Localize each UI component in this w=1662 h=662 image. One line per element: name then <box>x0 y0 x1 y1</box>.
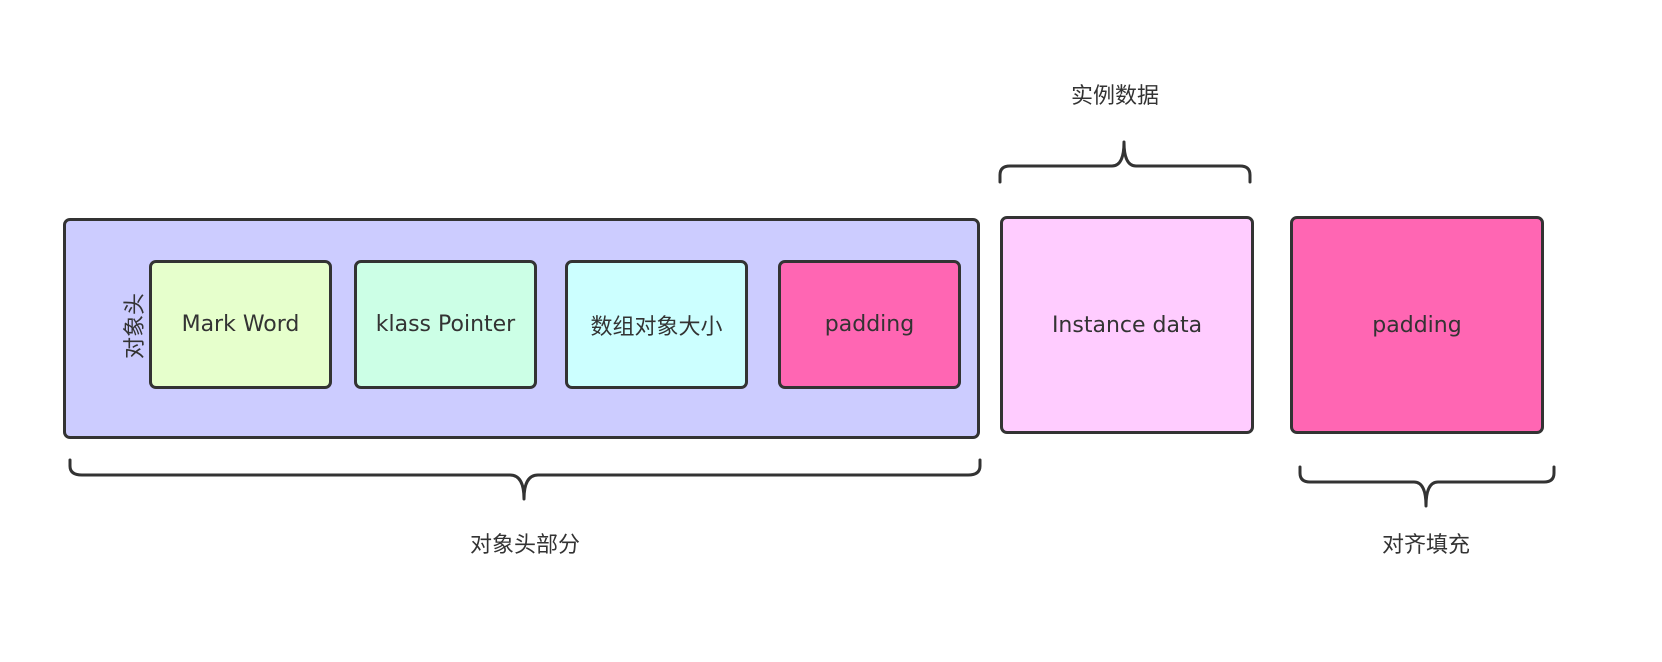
klass-pointer-label: klass Pointer <box>375 312 516 337</box>
header-part-brace-label: 对象头部分 <box>469 533 581 558</box>
instance-brace <box>998 140 1252 184</box>
instance-brace-label: 实例数据 <box>1070 84 1160 109</box>
array-size-box: 数组对象大小 <box>565 260 748 389</box>
header-part-brace <box>68 458 982 501</box>
header-padding-label: padding <box>824 312 915 337</box>
alignment-brace-label: 对齐填充 <box>1381 533 1471 558</box>
klass-pointer-box: klass Pointer <box>354 260 537 389</box>
instance-data-box: Instance data <box>1000 216 1254 434</box>
alignment-padding-label: padding <box>1372 312 1462 338</box>
alignment-brace <box>1298 465 1556 508</box>
array-size-label: 数组对象大小 <box>590 314 723 340</box>
instance-data-label: Instance data <box>1051 312 1203 338</box>
alignment-padding-box: padding <box>1290 216 1544 434</box>
header-padding-box: padding <box>778 260 961 389</box>
mark-word-box: Mark Word <box>149 260 332 389</box>
object-header-side-label: 对象头 <box>123 292 148 360</box>
mark-word-label: Mark Word <box>181 312 300 337</box>
